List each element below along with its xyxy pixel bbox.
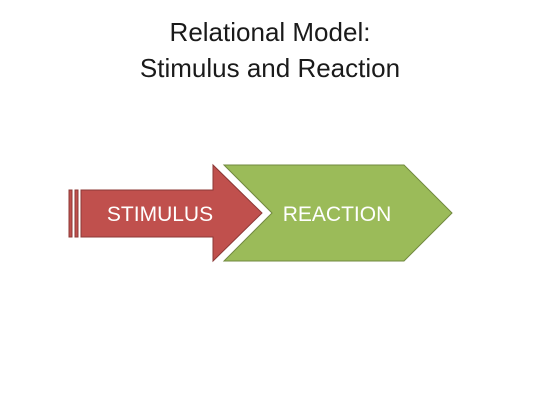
reaction-chevron-body [222,164,453,262]
reaction-label: REACTION [283,203,392,226]
title-line-1: Relational Model: [169,17,371,47]
stimulus-label: STIMULUS [107,203,213,226]
stimulus-arrow: STIMULUS [68,163,263,263]
stimulus-arrow-body [80,163,263,263]
reaction-chevron: REACTION [222,164,453,262]
title-line-2: Stimulus and Reaction [139,53,401,83]
stimulus-tail-stripe-1 [68,189,73,238]
slide-title: Relational Model: Stimulus and Reaction [0,14,540,86]
stimulus-tail-stripe-2 [74,189,79,238]
